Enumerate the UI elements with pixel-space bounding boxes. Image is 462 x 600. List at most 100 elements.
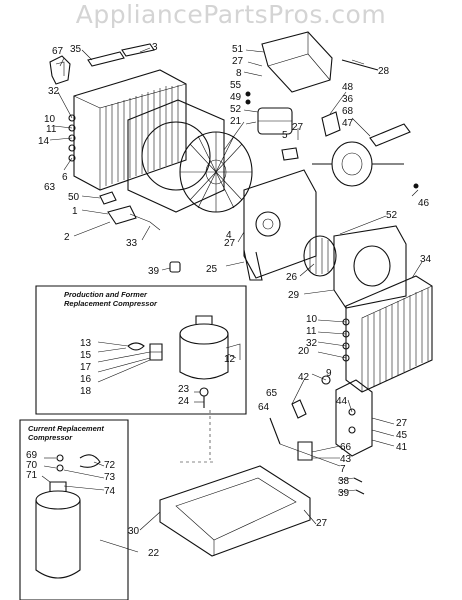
callout-16: 16: [80, 374, 92, 385]
misc-parts: [269, 399, 313, 461]
production-title-line2: Replacement Compressor: [64, 299, 158, 308]
callout-70: 70: [26, 460, 38, 471]
callout-27c: 27: [224, 238, 236, 249]
callout-47: 47: [342, 118, 354, 129]
callout-32: 32: [48, 86, 60, 97]
callout-17: 17: [80, 362, 92, 373]
callout-7: 7: [340, 464, 346, 475]
callout-18: 18: [80, 386, 92, 397]
callout-50: 50: [68, 192, 80, 203]
callout-51: 51: [232, 44, 244, 55]
callout-33: 33: [126, 238, 138, 249]
current-title-line2: Compressor: [28, 433, 73, 442]
callout-42: 42: [298, 372, 310, 383]
callout-43: 43: [340, 454, 352, 465]
callout-10b: 10: [306, 314, 318, 325]
callout-1: 1: [72, 206, 78, 217]
callout-2: 2: [64, 232, 70, 243]
fan-motor: [312, 141, 419, 189]
condenser-fan: [303, 235, 337, 277]
callout-64: 64: [258, 402, 270, 413]
small-clip: [281, 128, 299, 161]
callout-22: 22: [148, 548, 160, 559]
callout-10: 10: [44, 114, 56, 125]
callout-39b: 39: [338, 488, 350, 499]
evaporator-coil: [68, 69, 187, 191]
callout-67: 67: [52, 46, 64, 57]
callout-71: 71: [26, 470, 38, 481]
condenser-fins: [367, 288, 429, 390]
callout-25: 25: [206, 264, 218, 275]
callout-11b: 11: [306, 326, 317, 337]
callout-69: 69: [26, 450, 38, 461]
callout-66: 66: [340, 442, 352, 453]
coil-tubes: [68, 114, 76, 162]
callout-14: 14: [38, 136, 50, 147]
base-pan: [159, 465, 311, 557]
callout-34: 34: [420, 254, 432, 265]
callout-11: 11: [46, 124, 57, 135]
callout-5: 5: [282, 130, 288, 141]
callout-13: 13: [80, 338, 92, 349]
callout-6: 6: [62, 172, 68, 183]
callout-39a: 39: [148, 266, 160, 277]
callout-52a: 52: [230, 104, 242, 115]
watermark: AppliancePartsPros.com: [75, 0, 387, 29]
callout-63: 63: [44, 182, 56, 193]
callout-3: 3: [152, 42, 158, 53]
current-compressor: [35, 454, 101, 579]
coil-fins: [105, 85, 179, 186]
callout-65: 65: [266, 388, 278, 399]
callout-15: 15: [80, 350, 92, 361]
callout-28: 28: [378, 66, 390, 77]
production-compressor-box: [35, 285, 247, 415]
production-compressor: [179, 315, 241, 408]
callout-27b: 27: [292, 122, 304, 133]
screws-right: [353, 477, 365, 495]
callout-27a: 27: [232, 56, 244, 67]
insulation-strips: [87, 43, 155, 67]
callout-72: 72: [104, 460, 116, 471]
callout-8: 8: [236, 68, 242, 79]
leader-lines: [41, 47, 423, 553]
current-box-title: Current Replacement Compressor: [28, 424, 104, 442]
callout-labels: 67 35 3 32 10 11 14 63 6 50 1 2 33 51 27…: [26, 42, 432, 559]
callout-52b: 52: [386, 210, 398, 221]
callout-21: 21: [230, 116, 242, 127]
current-title-line1: Current Replacement: [28, 424, 104, 433]
callout-74: 74: [104, 486, 116, 497]
callout-23: 23: [178, 384, 190, 395]
capacitor: [245, 91, 293, 135]
callout-36: 36: [342, 94, 354, 105]
callout-27e: 27: [316, 518, 328, 529]
current-compressor-box: [19, 419, 129, 600]
callout-30: 30: [128, 526, 140, 537]
callout-12: 12: [224, 354, 236, 365]
callout-32b: 32: [306, 338, 318, 349]
control-panel: [321, 375, 373, 457]
callout-35: 35: [70, 44, 82, 55]
callout-9: 9: [326, 368, 332, 379]
strap-part: [243, 249, 263, 281]
condenser-coil: [342, 275, 433, 393]
bracket-part: [49, 55, 71, 85]
callout-73: 73: [104, 472, 116, 483]
callout-55: 55: [230, 80, 242, 91]
overload-parts: [127, 342, 163, 361]
production-box-title: Production and Former Replacement Compre…: [64, 290, 158, 308]
callout-4: 4: [226, 230, 232, 241]
callout-38: 38: [338, 476, 350, 487]
callout-26: 26: [286, 272, 298, 283]
callout-27d: 27: [396, 418, 408, 429]
callout-29: 29: [288, 290, 300, 301]
callout-45: 45: [396, 430, 408, 441]
orifice-panel: [127, 99, 225, 213]
callout-48: 48: [342, 82, 354, 93]
drain-parts: [99, 191, 161, 231]
callout-41: 41: [396, 442, 408, 453]
top-shroud: [261, 31, 333, 93]
callout-44: 44: [336, 396, 348, 407]
rod-part: [341, 59, 379, 71]
callout-24: 24: [178, 396, 190, 407]
